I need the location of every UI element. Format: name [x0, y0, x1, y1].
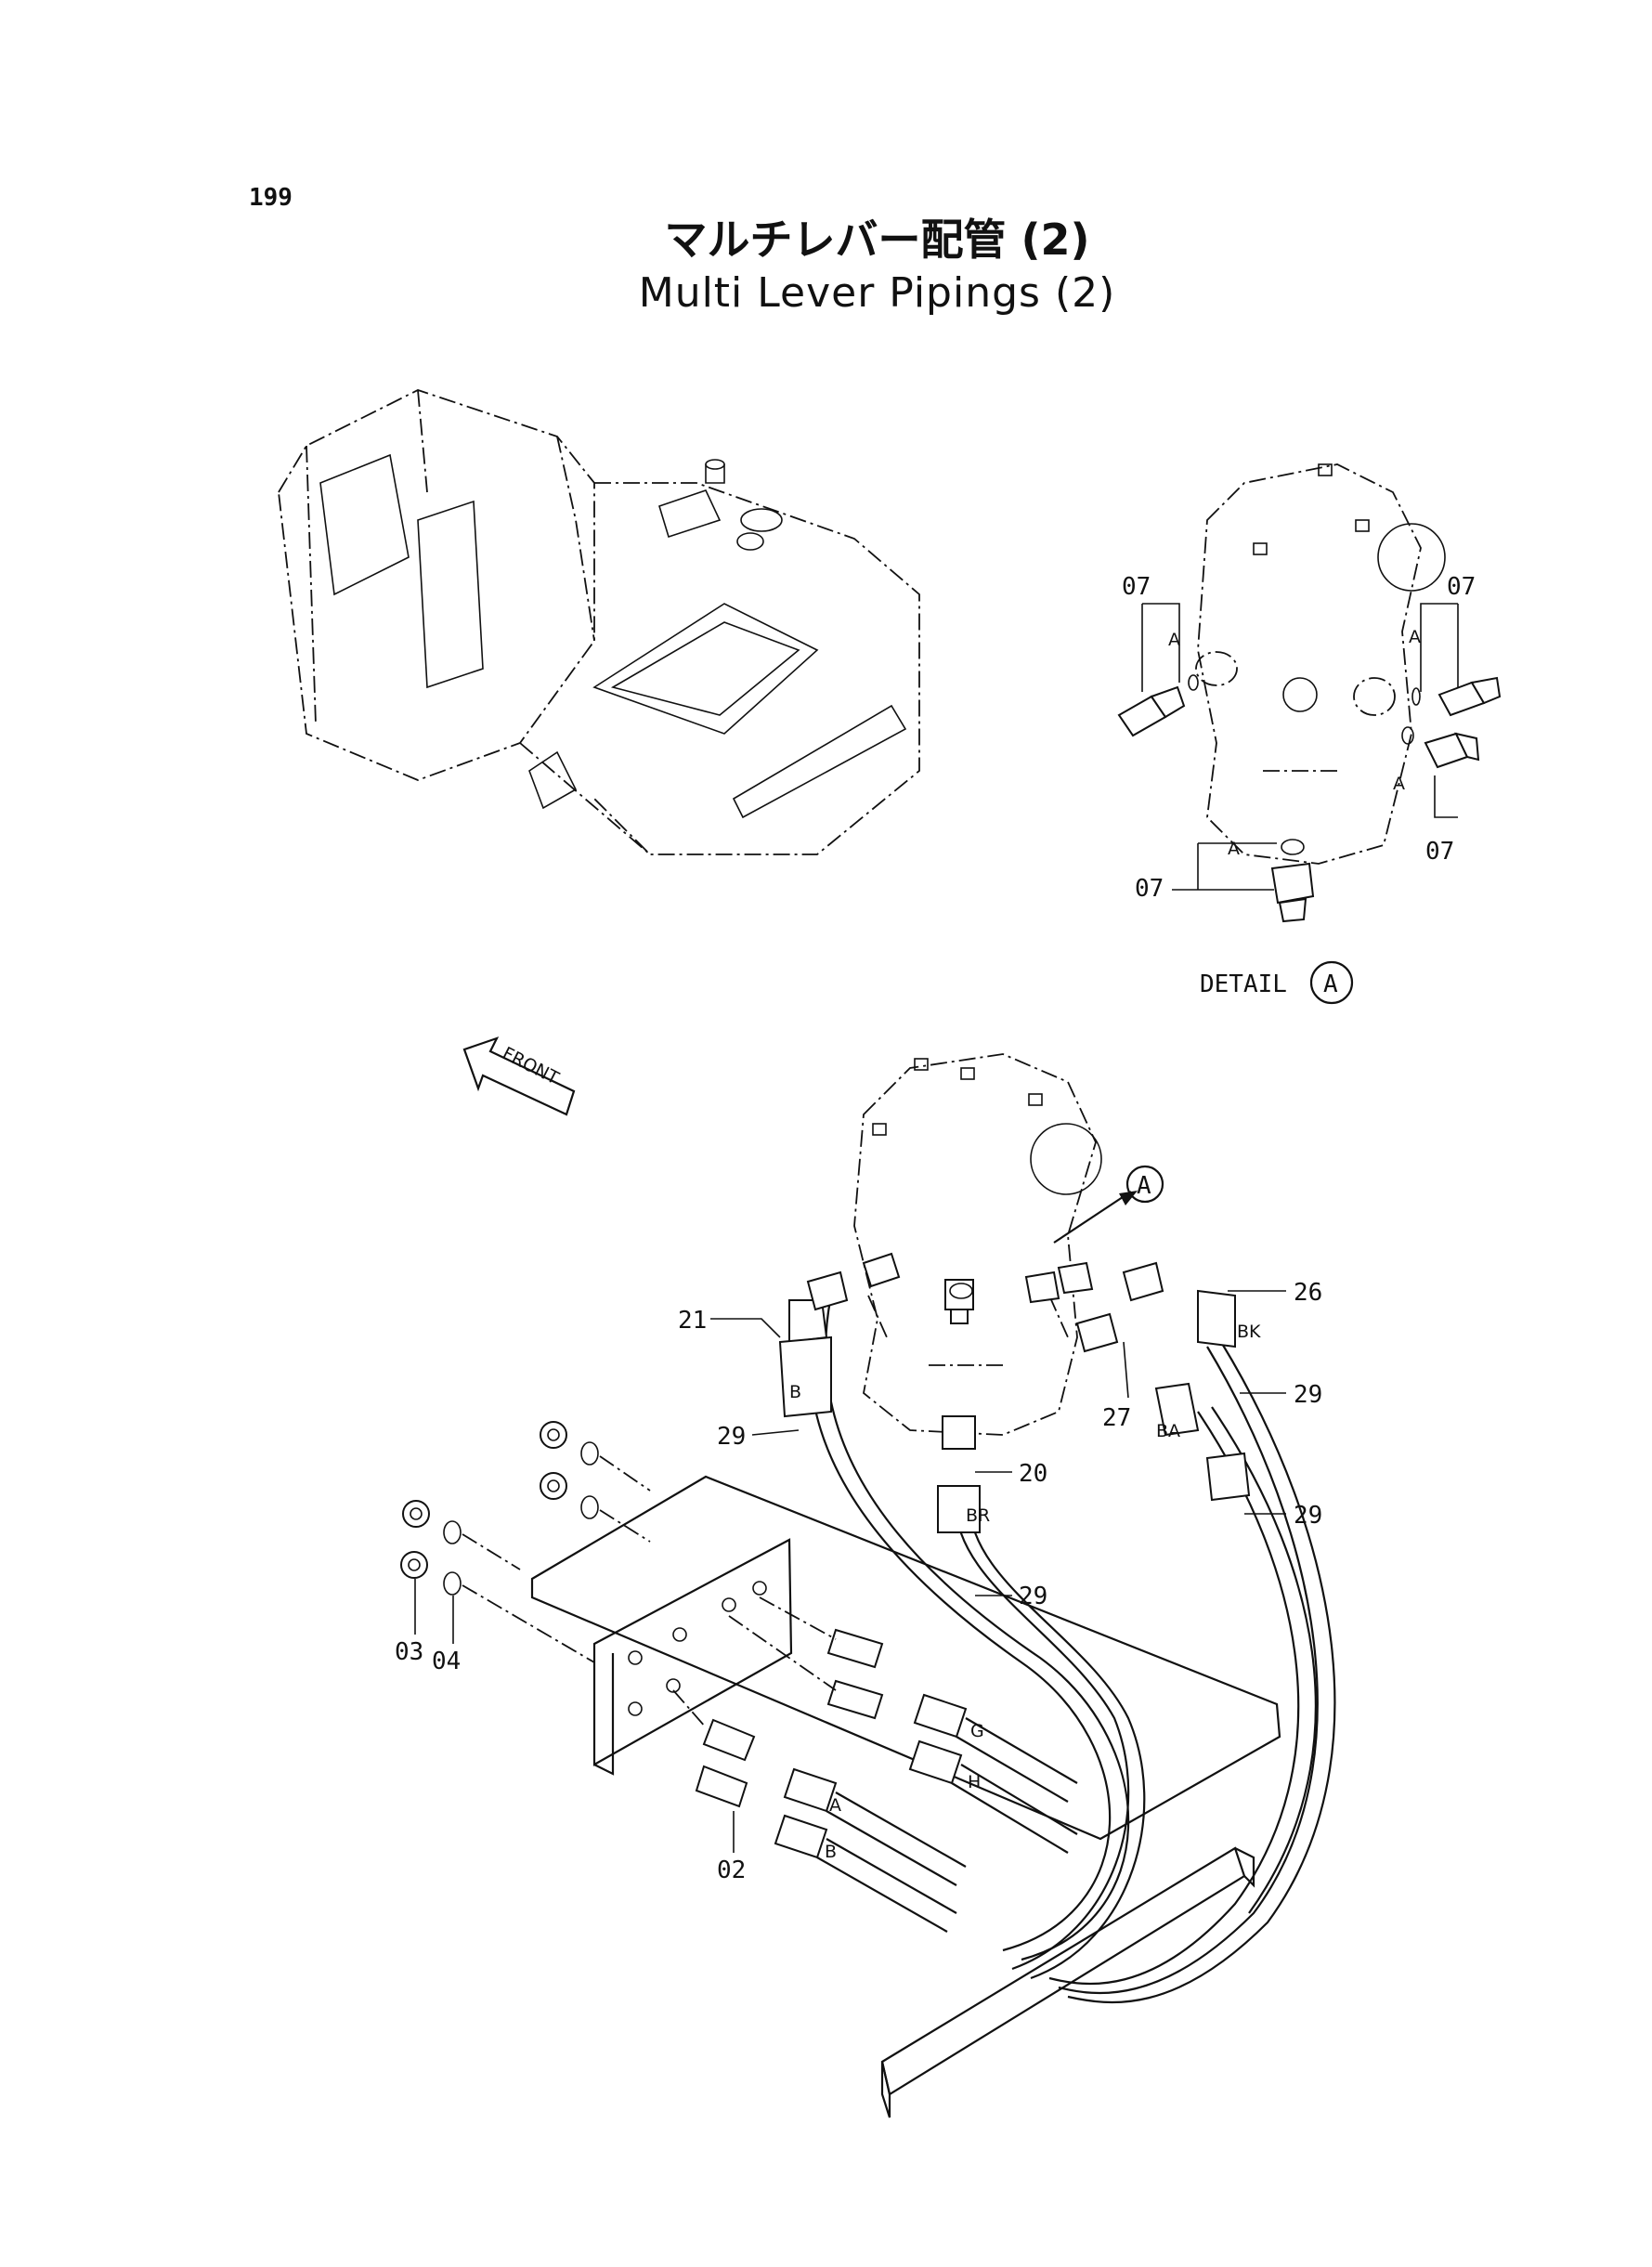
- hose-tag-ba: BA: [1156, 1421, 1180, 1441]
- detail-label-07-tl: 07: [1122, 573, 1151, 601]
- hose-tag-bk: BK: [1237, 1322, 1261, 1342]
- detail-fitting-left: [1117, 674, 1199, 737]
- adapters-02: [672, 1596, 884, 1808]
- detail-fitting-right-top: [1411, 676, 1502, 717]
- front-arrow: FRONT: [462, 1036, 576, 1116]
- detail-port-letter-lower-right: A: [1393, 774, 1405, 794]
- part-label-26: 26: [1294, 1279, 1322, 1307]
- detail-a-view: 07 07 07 07 A A A A DETAIL A: [1117, 463, 1502, 1005]
- detail-label-07-tr: 07: [1447, 573, 1476, 601]
- hoses: [808, 1295, 1336, 2004]
- front-label: FRONT: [499, 1043, 562, 1088]
- detail-fitting-bottom: [1270, 839, 1315, 923]
- part-leaders: [414, 1290, 1286, 1853]
- hose-tag-a: A: [829, 1795, 841, 1816]
- title-japanese: マルチレバー配管 (2): [664, 215, 1090, 265]
- part-label-20: 20: [1019, 1460, 1047, 1488]
- part-label-03: 03: [395, 1638, 423, 1666]
- detail-port-letter-left: A: [1168, 630, 1180, 650]
- detail-caption: DETAIL: [1200, 971, 1287, 998]
- hose-connectors: G H A B: [774, 1693, 1078, 1933]
- nuts-washers: [400, 1421, 651, 1663]
- part-label-04: 04: [432, 1648, 461, 1675]
- detail-label-07-bl: 07: [1135, 875, 1164, 903]
- hose-tag-h: H: [968, 1772, 981, 1792]
- part-label-21: 21: [678, 1307, 707, 1335]
- excavator-overview: [278, 389, 920, 855]
- hose-tag-br: BR: [966, 1505, 990, 1526]
- title-english: Multi Lever Pipings (2): [638, 269, 1116, 317]
- part-label-02: 02: [717, 1857, 746, 1884]
- part-label-29-left: 29: [717, 1423, 746, 1451]
- detail-fitting-right-bottom: [1401, 726, 1480, 769]
- mounting-bracket: [530, 1475, 1281, 2118]
- detail-marker-letter: A: [1323, 971, 1338, 998]
- detail-label-07-br: 07: [1425, 838, 1454, 866]
- hose-tag-b-lower: B: [825, 1842, 837, 1862]
- part-label-29-right-upper: 29: [1294, 1381, 1322, 1409]
- part-label-29-right-lower: 29: [1294, 1502, 1322, 1530]
- hose-fittings: B BR BK BA: [778, 1261, 1261, 1533]
- hose-tag-g: G: [970, 1721, 984, 1741]
- part-label-27: 27: [1102, 1404, 1131, 1432]
- pilot-valve-main: [853, 1053, 1102, 1436]
- detail-marker-circle: [1309, 960, 1354, 1005]
- hose-tag-b: B: [789, 1382, 801, 1402]
- callout-a: A: [1053, 1165, 1164, 1244]
- part-label-29-center: 29: [1019, 1583, 1047, 1610]
- detail-port-letter-right: A: [1409, 627, 1421, 647]
- detail-port-letter-bottom: A: [1228, 839, 1240, 859]
- callout-a-letter: A: [1137, 1172, 1151, 1200]
- page-number: 199: [249, 184, 293, 212]
